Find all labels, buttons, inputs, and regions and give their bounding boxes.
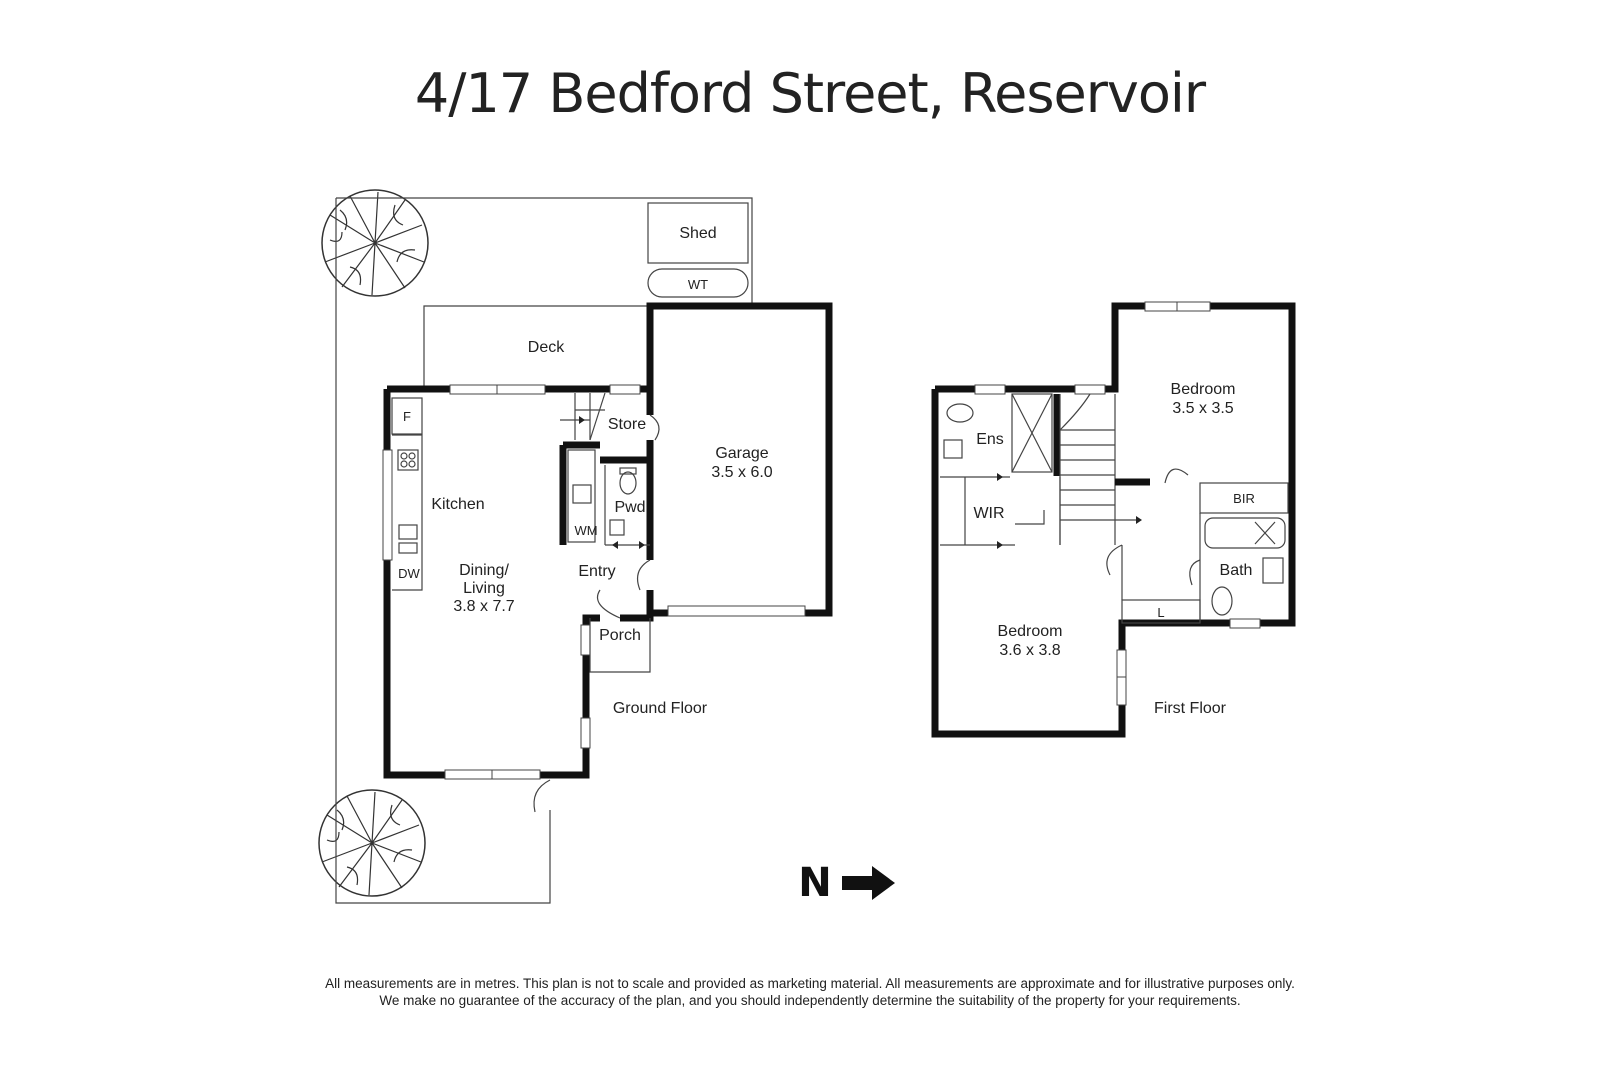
- stairs-first-floor: [1059, 394, 1116, 545]
- powder-room-label: Pwd: [614, 499, 645, 516]
- porch-label: Porch: [599, 627, 641, 644]
- store-door-swing: [649, 414, 660, 441]
- store-label: Store: [608, 416, 646, 433]
- site-boundary-left: [335, 198, 551, 904]
- water-tank-outline: [647, 268, 749, 298]
- fridge-label: F: [403, 409, 411, 424]
- bedroom1-size: 3.5 x 3.5: [1172, 400, 1233, 417]
- front-door-swing: [596, 589, 621, 619]
- bedroom2-size: 3.6 x 3.8: [999, 642, 1060, 659]
- garage-size: 3.5 x 6.0: [711, 464, 772, 481]
- dining-outer-wall: [383, 389, 600, 779]
- kitchen-label: Kitchen: [431, 496, 484, 513]
- dining-size: 3.8 x 7.7: [453, 598, 514, 615]
- toilet-icon: [619, 471, 637, 495]
- north-arrow-icon: [842, 866, 895, 900]
- first-floor-outer-wall: [931, 302, 1296, 738]
- garage-door: [667, 605, 806, 617]
- shed-outline: [647, 202, 749, 264]
- shed-label: Shed: [679, 225, 716, 242]
- dining-label-1: Dining/: [459, 562, 509, 579]
- shower-icon: [1011, 393, 1053, 473]
- fridge-space: [391, 397, 423, 435]
- north-label: N: [798, 860, 831, 906]
- tree-icon-bottom: [318, 789, 426, 897]
- sink-icon: [398, 524, 418, 540]
- disclaimer-line-2: We make no guarantee of the accuracy of …: [379, 993, 1241, 1008]
- window-kitchen: [382, 449, 393, 561]
- wir-label: WIR: [973, 505, 1004, 522]
- bedroom2-label: Bedroom: [998, 623, 1063, 640]
- ground-floor-label: Ground Floor: [613, 700, 708, 717]
- linen-outline: [1121, 599, 1201, 624]
- entry-label: Entry: [578, 563, 615, 580]
- bathtub-icon: [1204, 517, 1286, 549]
- laundry-bench: [567, 449, 596, 543]
- linen-label: L: [1157, 605, 1164, 620]
- dishwasher-label: DW: [398, 566, 420, 581]
- plan-title: 4/17 Bedford Street, Reservoir: [414, 62, 1206, 125]
- bedroom1-label: Bedroom: [1171, 381, 1236, 398]
- cooktop-icon: [397, 449, 419, 471]
- dining-label-2: Living: [463, 580, 505, 597]
- garage-wall: [646, 302, 833, 617]
- disclaimer-line-1: All measurements are in metres. This pla…: [325, 976, 1295, 991]
- tree-icon-top: [321, 189, 429, 297]
- deck-outline: [423, 305, 650, 389]
- kitchen-bench: [392, 434, 423, 591]
- site-boundary-top: [336, 197, 753, 305]
- bir-label: BIR: [1233, 491, 1255, 506]
- garage-label: Garage: [715, 445, 768, 462]
- bath-toilet-icon: [1211, 586, 1233, 616]
- bath-label: Bath: [1220, 562, 1253, 579]
- bir-outline: [1199, 482, 1289, 514]
- deck-label: Deck: [528, 339, 565, 356]
- entry-door-swing: [637, 559, 651, 591]
- ensuite-basin-icon: [946, 403, 974, 423]
- washing-machine-label: WM: [574, 523, 597, 538]
- porch-outline: [589, 618, 651, 673]
- disclaimer: All measurements are in metres. This pla…: [0, 975, 1620, 1009]
- ensuite-label: Ens: [976, 431, 1004, 448]
- water-tank-label: WT: [688, 277, 708, 292]
- first-floor-label: First Floor: [1154, 700, 1227, 717]
